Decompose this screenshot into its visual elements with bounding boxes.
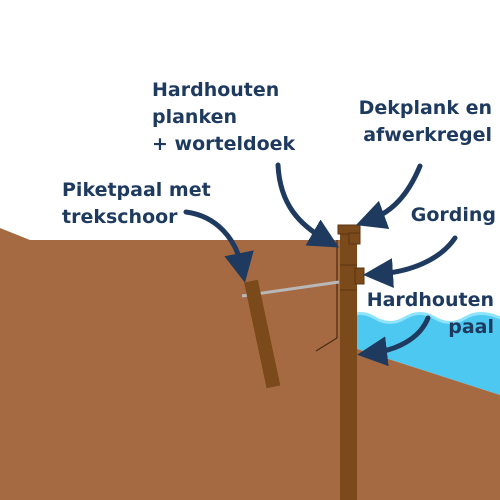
label-piketpaal: Piketpaal met trekschoor bbox=[62, 177, 211, 231]
label-dekplank: Dekplank en afwerkregel bbox=[359, 95, 492, 149]
anchor-stake bbox=[244, 279, 281, 389]
root-cloth-flap bbox=[315, 337, 338, 352]
arrow-gording bbox=[363, 235, 458, 289]
water-wave bbox=[344, 312, 500, 324]
arrow-planken bbox=[275, 162, 339, 248]
submerged-bank bbox=[345, 345, 500, 500]
label-line: paal bbox=[448, 316, 494, 338]
label-hardhouten-paal: Hardhouten paal bbox=[367, 287, 494, 341]
arrow-dekplank bbox=[355, 163, 423, 229]
arrow-piketpaal bbox=[183, 209, 254, 283]
label-line: Gording bbox=[410, 204, 496, 226]
purlin bbox=[354, 267, 365, 285]
label-line: Hardhouten bbox=[366, 289, 494, 311]
main-post bbox=[340, 232, 357, 500]
label-line: Hardhouten bbox=[152, 79, 280, 101]
soil-ground bbox=[0, 228, 345, 500]
arrow-paal bbox=[357, 315, 431, 367]
label-line: trekschoor bbox=[62, 206, 178, 228]
label-line: afwerkregel bbox=[363, 124, 492, 146]
label-line: Dekplank en bbox=[358, 97, 492, 119]
finishing-batten bbox=[348, 232, 361, 245]
label-line: + worteldoek bbox=[152, 133, 296, 155]
water-body bbox=[345, 313, 500, 395]
label-line: Piketpaal met bbox=[62, 179, 211, 201]
label-gording: Gording bbox=[411, 202, 496, 229]
label-hardhouten-planken: Hardhouten planken + worteldoek bbox=[152, 77, 295, 158]
label-line: planken bbox=[152, 106, 237, 128]
